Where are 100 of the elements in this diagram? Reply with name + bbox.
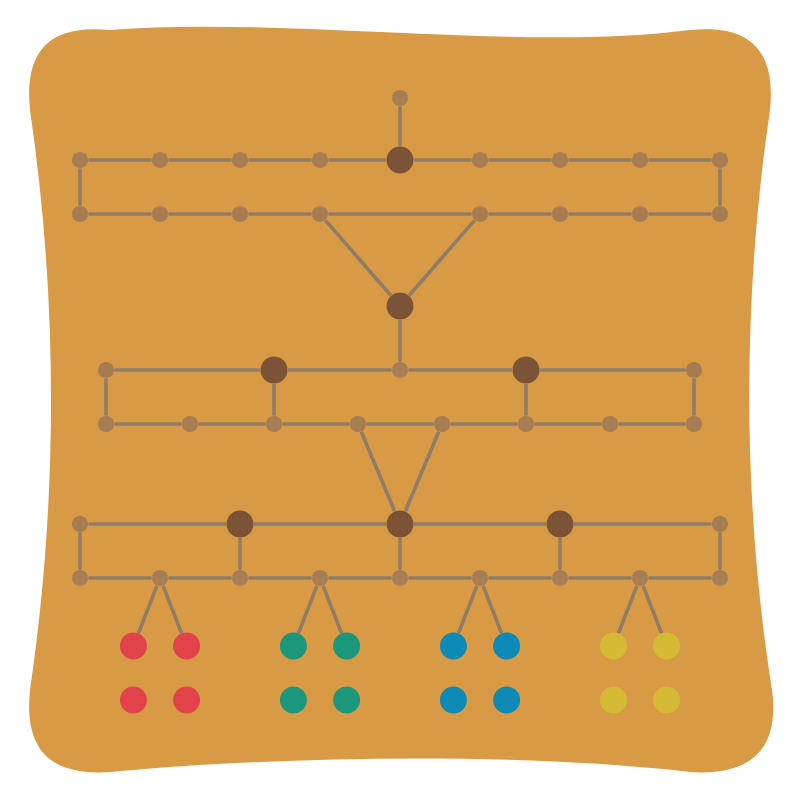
connector-line — [692, 378, 696, 416]
connector-line — [136, 585, 159, 634]
connector-line — [398, 319, 402, 362]
connector-line — [321, 585, 344, 634]
junction-dot — [392, 362, 408, 378]
junction-dot — [152, 206, 168, 222]
junction-dot — [472, 206, 488, 222]
junction-dot — [152, 570, 168, 586]
connector-line — [558, 537, 562, 570]
junction-dot — [72, 152, 88, 168]
junction-dot — [632, 206, 648, 222]
connector-line — [616, 585, 639, 634]
junction-dot — [472, 570, 488, 586]
leaf-dot — [119, 632, 147, 660]
connector-line — [238, 537, 242, 570]
junction-dot — [392, 570, 408, 586]
connector-line — [359, 431, 397, 512]
junction-dot — [552, 570, 568, 586]
leaf-dot — [119, 686, 147, 714]
connector-line — [398, 106, 402, 147]
junction-dot — [350, 416, 366, 432]
connector-line — [648, 158, 712, 162]
connector-line — [408, 368, 513, 372]
connector-line — [114, 368, 261, 372]
junction-dot — [434, 416, 450, 432]
hub-dot — [386, 146, 414, 174]
connector-line — [168, 576, 232, 580]
connector-line — [641, 585, 664, 634]
connector-line — [168, 212, 232, 216]
connector-line — [114, 422, 182, 426]
junction-dot — [72, 206, 88, 222]
junction-dot — [552, 152, 568, 168]
connector-line — [568, 576, 632, 580]
connector-line — [648, 576, 712, 580]
connector-line — [398, 537, 402, 570]
connector-line — [78, 532, 82, 570]
connector-line — [253, 522, 387, 526]
connector-line — [534, 422, 602, 426]
connector-line — [648, 212, 712, 216]
junction-dot — [312, 206, 328, 222]
connector-line — [104, 378, 108, 416]
junction-dot — [232, 152, 248, 168]
leaf-dot — [333, 632, 361, 660]
connector-line — [88, 212, 152, 216]
hub-dot — [386, 510, 414, 538]
connector-line — [161, 585, 184, 634]
connector-line — [408, 576, 472, 580]
junction-dot — [472, 152, 488, 168]
connector-line — [573, 522, 712, 526]
leaf-dot — [173, 632, 201, 660]
junction-dot — [632, 152, 648, 168]
junction-dot — [712, 206, 728, 222]
hub-dot — [512, 356, 540, 384]
junction-dot — [182, 416, 198, 432]
connector-line — [282, 422, 350, 426]
connector-line — [328, 576, 392, 580]
junction-dot — [98, 416, 114, 432]
connector-line — [366, 422, 434, 426]
junction-dot — [232, 570, 248, 586]
junction-dot — [686, 416, 702, 432]
junction-dot — [152, 152, 168, 168]
connector-line — [88, 576, 152, 580]
connector-line — [450, 422, 518, 426]
junction-dot — [312, 570, 328, 586]
leaf-dot — [439, 632, 467, 660]
leaf-dot — [599, 686, 627, 714]
junction-dot — [72, 570, 88, 586]
connector-line — [568, 158, 632, 162]
connector-line — [488, 576, 552, 580]
leaf-dot — [279, 632, 307, 660]
junction-dot — [98, 362, 114, 378]
junction-dot — [686, 362, 702, 378]
junction-dot — [712, 516, 728, 532]
hub-dot — [226, 510, 254, 538]
leaf-dot — [599, 632, 627, 660]
connector-line — [403, 431, 441, 512]
leaf-dot — [653, 632, 681, 660]
connector-line — [618, 422, 686, 426]
junction-dot — [72, 516, 88, 532]
connector-line — [78, 168, 82, 206]
connector-line — [248, 576, 312, 580]
leaf-dot — [493, 686, 521, 714]
connector-line — [248, 212, 312, 216]
junction-dot — [712, 570, 728, 586]
connector-line — [88, 158, 152, 162]
leaf-dot — [493, 632, 521, 660]
junction-dot — [232, 206, 248, 222]
connector-line — [481, 585, 504, 634]
connector-line — [198, 422, 266, 426]
connector-line — [568, 212, 632, 216]
junction-dot — [266, 416, 282, 432]
connector-line — [328, 158, 387, 162]
connector-line — [248, 158, 312, 162]
connector-line — [328, 212, 472, 216]
hub-dot — [260, 356, 288, 384]
connector-line — [488, 158, 552, 162]
junction-dot — [518, 416, 534, 432]
connector-line — [524, 383, 528, 416]
junction-dot — [712, 152, 728, 168]
junction-dot — [392, 90, 408, 106]
